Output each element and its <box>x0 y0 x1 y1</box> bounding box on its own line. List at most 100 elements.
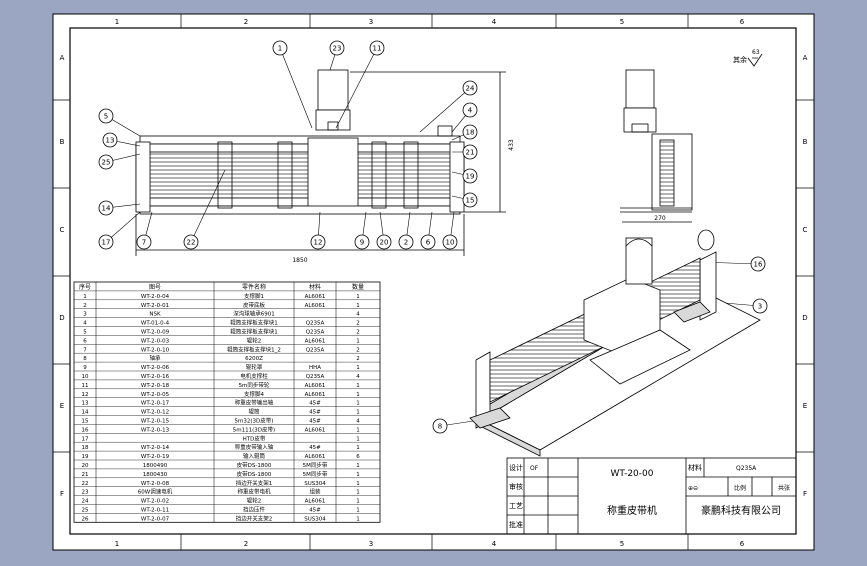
callout-balloon: 22 <box>183 169 226 250</box>
bom-cell: WT-2-0-14 <box>141 445 170 451</box>
bom-cell: 辊轮罩 <box>246 363 263 371</box>
callout-number: 16 <box>754 261 763 269</box>
callout-number: 20 <box>380 239 389 247</box>
bom-cell: 称重皮带输出轴 <box>235 399 274 407</box>
bom-cell: 23 <box>82 490 89 496</box>
bom-cell: 5M同步带 <box>303 471 328 478</box>
callout-circle <box>462 144 478 160</box>
bom-cell: 60W调速电机 <box>138 488 173 496</box>
bom-cell: 4 <box>356 312 360 318</box>
callout-circle <box>750 256 766 272</box>
bom-cell: AL6061 <box>305 338 326 344</box>
bom-cell: 称重皮带输入轴 <box>235 443 274 451</box>
bom-cell: 45# <box>309 445 321 451</box>
callout-circle <box>376 234 392 250</box>
bom-cell: Q235A <box>306 347 325 353</box>
bom-cell: 25 <box>82 508 89 514</box>
overall-length-dimension: 1850 <box>292 257 307 264</box>
callout-number: 1 <box>278 45 282 53</box>
bom-cell: 1800490 <box>143 463 168 469</box>
row-label-right: C <box>803 226 808 234</box>
callout-balloon: 18 <box>451 124 478 141</box>
callout-circle <box>462 124 478 140</box>
callout-balloon: 19 <box>451 168 478 184</box>
callout-number: 12 <box>314 239 323 247</box>
bom-cell: 6 <box>83 338 87 344</box>
bottom-side-rail <box>139 205 461 215</box>
bom-cell: SUS304 <box>304 516 326 522</box>
bom-cell: 支撑脚1 <box>244 292 264 300</box>
bom-cell: WT-2-0-08 <box>141 481 170 487</box>
bom-cell: 皮带DS-1800 <box>237 470 272 478</box>
bom-cell: 3 <box>83 312 87 318</box>
row-label-right: B <box>803 138 808 146</box>
row-label-right: F <box>803 490 807 498</box>
callout-number: 4 <box>468 107 473 115</box>
title-block <box>506 457 797 535</box>
column-label-bottom: 1 <box>115 540 119 548</box>
bom-cell: AL6061 <box>305 294 326 300</box>
callout-leader <box>190 169 226 243</box>
callout-balloon: 12 <box>310 211 326 250</box>
bom-cell: 1 <box>356 383 360 389</box>
callout-number: 13 <box>106 137 115 145</box>
bom-cell: WT-2-0-19 <box>141 454 170 460</box>
bom-cell: 26 <box>82 516 89 522</box>
center-housing <box>307 137 359 213</box>
bom-cell: 45# <box>309 419 321 425</box>
belt-clamp-3 <box>371 141 387 209</box>
bom-cell: 21 <box>82 472 89 478</box>
callout-circle <box>272 40 288 56</box>
callout-balloon: 8 <box>432 418 481 434</box>
callout-number: 11 <box>373 45 382 53</box>
side-motor-gearbox <box>623 107 657 133</box>
bom-cell: 深沟球轴承6901 <box>233 310 275 318</box>
bom-cell: WT-2-0-04 <box>141 294 170 300</box>
callout-circle <box>462 192 478 208</box>
column-label: 1 <box>115 18 119 26</box>
bom-cell: HTD皮带 <box>243 434 266 442</box>
isometric-view <box>469 229 761 457</box>
callout-number: 22 <box>187 239 196 247</box>
callout-number: 6 <box>426 239 431 247</box>
bom-cell: WT-2-0-11 <box>141 508 169 514</box>
row-label: F <box>60 490 64 498</box>
bom-cell: WT-2-0-02 <box>141 499 169 505</box>
callout-number: 17 <box>102 239 111 247</box>
row-label-right: E <box>803 402 807 410</box>
bom-cell: AL6061 <box>305 454 326 460</box>
callout-number: 2 <box>404 239 408 247</box>
bom-header-cell: 数量 <box>352 283 364 291</box>
bom-cell: 22 <box>82 481 89 487</box>
roughness-label: 其余 <box>733 55 747 64</box>
callout-leader <box>335 47 378 129</box>
bom-cell: 45# <box>309 508 321 514</box>
bom-cell: 1 <box>356 472 360 478</box>
callout-circle <box>398 234 414 250</box>
bom-cell: 16 <box>82 427 89 433</box>
bom-cell: 1 <box>356 427 360 433</box>
bom-cell: 1 <box>356 499 360 505</box>
callout-balloon: 15 <box>451 192 478 208</box>
bom-cell: 辊筒支撑板支撑块1_2 <box>227 345 281 353</box>
bom-cell: 1 <box>356 516 360 522</box>
bom-cell: 皮带底板 <box>243 301 266 309</box>
front-view <box>135 69 506 256</box>
bom-cell: WT-2-0-05 <box>141 392 170 398</box>
bom-cell: 20 <box>82 463 89 469</box>
bom-cell: 1 <box>356 445 360 451</box>
bom-cell: 辊轮2 <box>247 336 262 344</box>
design-label: 设计 <box>509 463 523 472</box>
bom-cell: 轴承 <box>149 354 161 362</box>
bom-cell: 5m111(3D皮带) <box>233 425 275 433</box>
bom-cell: 6200Z <box>245 356 263 362</box>
bom-cell: 挡边压件 <box>243 506 266 514</box>
bom-cell: 1 <box>356 463 360 469</box>
bom-cell: WT-2-0-16 <box>141 374 170 380</box>
